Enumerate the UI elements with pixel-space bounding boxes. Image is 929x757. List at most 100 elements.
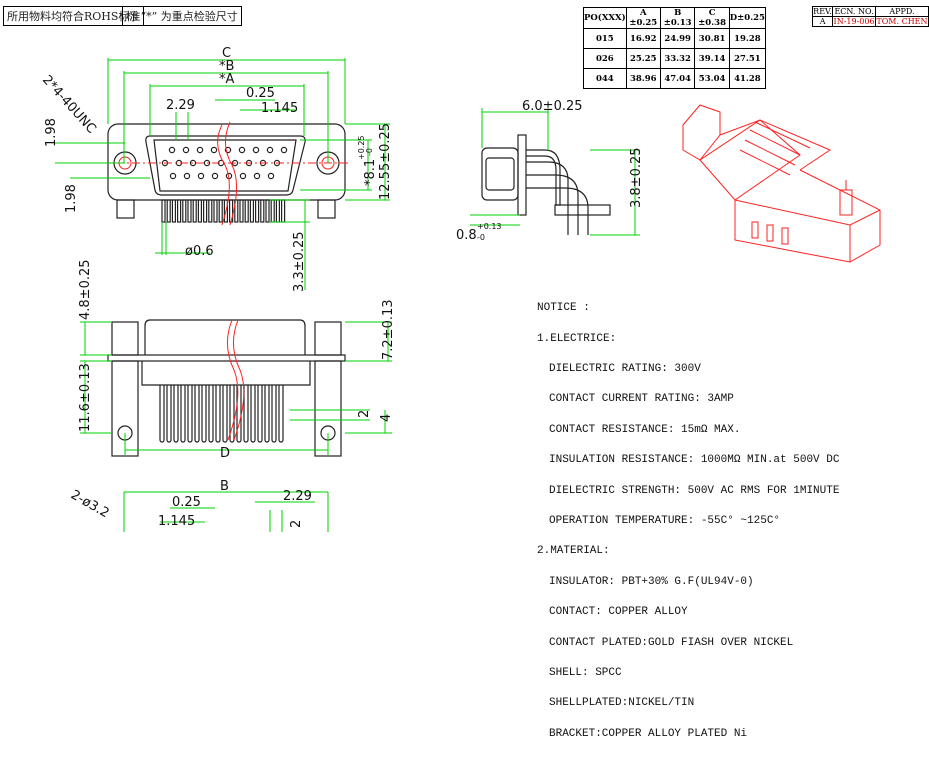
elevation-view: 4.8±0.25 11.6±0.13 7.2±0.13 2 4 D (78, 259, 396, 461)
pcb-pin (229, 385, 235, 443)
contact-pin (211, 172, 219, 180)
notice-line: SHELLPLATED:NICKEL/TIN (549, 697, 695, 710)
side-insert (485, 157, 515, 191)
notice-line: CONTACT RESISTANCE: 15mΩ MAX. (549, 423, 741, 436)
pcb-pin (260, 199, 265, 223)
contact-pin (183, 172, 191, 180)
dim-depth: 6.0±0.25 (522, 99, 583, 114)
pcb-pin (215, 385, 221, 443)
pcb-pin (250, 385, 256, 443)
pcb-pin (257, 385, 263, 443)
table-cell: 16.92 (625, 28, 661, 49)
dim-bottom-offset: 1.145 (158, 514, 195, 529)
contact-pin (239, 172, 247, 180)
table-row: 026 25.25 33.32 39.14 27.51 (583, 48, 767, 69)
dim-v1: 1.98 (44, 118, 59, 147)
break-line (227, 319, 239, 441)
bottom-view: B 0.25 2.29 1.145 2-ø3.2 2 (68, 479, 329, 532)
table-cell: TOM. CHEN (874, 16, 929, 27)
contact-pin (210, 146, 218, 154)
elev-left-bracket (111, 360, 139, 457)
dim-bottom-holes: 2-ø3.2 (68, 487, 112, 521)
notice-line: DIELECTRIC RATING: 300V (549, 363, 701, 376)
dim-top: 4.8±0.25 (78, 259, 93, 320)
side-pins (526, 149, 589, 235)
dim-2: 2 (357, 410, 372, 418)
contact-pin (266, 146, 274, 154)
dim-height-inner: *8.1 (363, 159, 378, 186)
pcb-pin (265, 199, 270, 223)
dim-height-inner-tol-plus: +0.25 (357, 135, 366, 160)
side-flange (517, 134, 527, 216)
key-dimension-note: 标 “*” 为重点检验尺寸 (122, 6, 242, 26)
pcb-pin (223, 199, 228, 223)
pcb-pin (264, 385, 270, 443)
side-view: 6.0±0.25 3.8±0.25 0.8 +0.13 -0 (456, 99, 644, 243)
dim-b: *B (219, 59, 234, 74)
table-header-row: PO(XXX) A ±0.25 B ±0.13 C ±0.38 D±0.25 (583, 7, 767, 29)
elev-pins (159, 385, 284, 443)
pcb-pin (213, 199, 218, 223)
po-dimension-table: PO(XXX) A ±0.25 B ±0.13 C ±0.38 D±0.25 0… (583, 7, 767, 89)
pcb-pin (197, 199, 202, 223)
notice-section-material: 2.MATERIAL: (537, 545, 610, 558)
pcb-pin (222, 385, 228, 443)
pcb-pin (194, 385, 200, 443)
contact-pin (252, 146, 260, 154)
pcb-pin (234, 199, 239, 223)
pcb-pin (171, 199, 176, 223)
contact-pin (182, 146, 190, 154)
notice-block: NOTICE : 1.ELECTRICE: DIELECTRIC RATING:… (537, 286, 839, 757)
elev-right-nut (314, 321, 342, 356)
contact-pin (189, 159, 197, 167)
pcb-pin (255, 199, 260, 223)
notice-line: OPERATION TEMPERATURE: -55C° ~125C° (549, 515, 781, 528)
contact-pin (197, 172, 205, 180)
pcb-pin (182, 199, 187, 223)
contact-pin (168, 146, 176, 154)
dim-elev-height: 11.6±0.13 (78, 363, 93, 432)
notice-line: SHELL: SPCC (549, 667, 622, 680)
dim-bottom-b: B (220, 479, 229, 494)
table-cell: 41.28 (728, 68, 767, 89)
d-sub-inner (153, 139, 297, 192)
pcb-pin (239, 199, 244, 223)
notice-line: INSULATION RESISTANCE: 1000MΩ MIN.at 500… (549, 454, 840, 467)
dim-board: 0.8 (456, 228, 477, 243)
pcb-pin (244, 199, 249, 223)
drawing-canvas: C *B *A 0.25 2.29 1.145 2*4-40UNC 1.98 1… (39, 46, 881, 532)
break-line (217, 124, 230, 226)
pcb-pin (275, 199, 280, 223)
pcb-pins (161, 199, 286, 223)
pcb-pin (218, 199, 223, 223)
isometric-3d-view (682, 104, 881, 263)
notice-title: NOTICE : (537, 302, 590, 315)
contact-pin (267, 172, 275, 180)
pcb-pin (271, 385, 277, 443)
elev-flange (107, 354, 346, 362)
break-line (225, 121, 237, 226)
pcb-pin (161, 199, 166, 223)
notice-line: CONTACT PLATED:GOLD FIASH OVER NICKEL (549, 636, 794, 649)
dim-c: C (222, 46, 231, 61)
pcb-pin (180, 385, 186, 443)
dim-pin-len: 3.3±0.25 (292, 231, 307, 292)
contact-pin (224, 146, 232, 154)
pcb-pin (278, 385, 284, 443)
side-shell (481, 147, 519, 201)
pcb-pin (243, 385, 249, 443)
notice-line: DIELECTRIC STRENGTH: 500V AC RMS FOR 1MI… (549, 484, 840, 497)
table-cell: 044 (583, 68, 627, 89)
dim-height: 12.55±0.25 (378, 123, 393, 200)
contact-pin (238, 146, 246, 154)
pcb-pin (192, 199, 197, 223)
contact-pin (280, 146, 288, 154)
elev-left-nut (111, 321, 139, 356)
dim-d: D (220, 446, 230, 461)
notice-line: INSULATOR: PBT+30% G.F(UL94V-0) (549, 575, 754, 588)
dim-right: 7.2±0.13 (381, 299, 396, 360)
pcb-pin (159, 385, 165, 443)
table-row: 044 38.96 47.04 53.04 41.28 (583, 68, 767, 89)
elev-right-bracket (314, 360, 342, 457)
dim-bottom-2: 2 (289, 520, 304, 528)
